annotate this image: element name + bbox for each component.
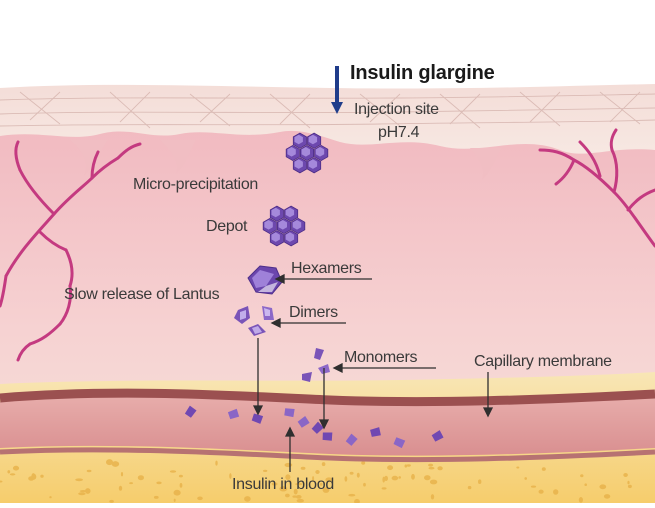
epidermis-texture	[0, 91, 655, 129]
injection-site-label: Injection site	[354, 101, 439, 118]
hexamers-label: Hexamers	[291, 260, 362, 277]
dimers-label: Dimers	[289, 304, 338, 321]
hexamer-molecule	[247, 265, 283, 295]
arrows	[252, 273, 494, 472]
ph-label: pH7.4	[378, 124, 420, 141]
depot-cluster	[262, 205, 306, 247]
monomers-label: Monomers	[344, 349, 418, 366]
micro-precipitation-label: Micro-precipitation	[133, 176, 259, 193]
insulin-in-blood-label: Insulin in blood	[232, 476, 334, 493]
insulin-molecules-in-blood	[184, 405, 444, 449]
vessel-left	[0, 140, 142, 362]
slow-release-label: Slow release of Lantus	[64, 286, 220, 303]
diagram-title: Insulin glargine	[350, 62, 495, 84]
capillary-membrane-label: Capillary membrane	[474, 353, 612, 370]
injection-arrow	[331, 66, 343, 114]
capillary-membrane-top	[0, 388, 655, 407]
capillary-blood	[0, 397, 655, 456]
dermal-ridges	[70, 140, 502, 180]
epidermis-layer	[0, 84, 655, 154]
fat-dots	[0, 459, 632, 505]
vessel-right	[538, 128, 655, 248]
capillary-membrane-bottom	[0, 447, 655, 463]
micro-precipitation-cluster	[285, 132, 329, 174]
depot-label: Depot	[206, 218, 248, 235]
dimer-molecules	[234, 306, 274, 336]
